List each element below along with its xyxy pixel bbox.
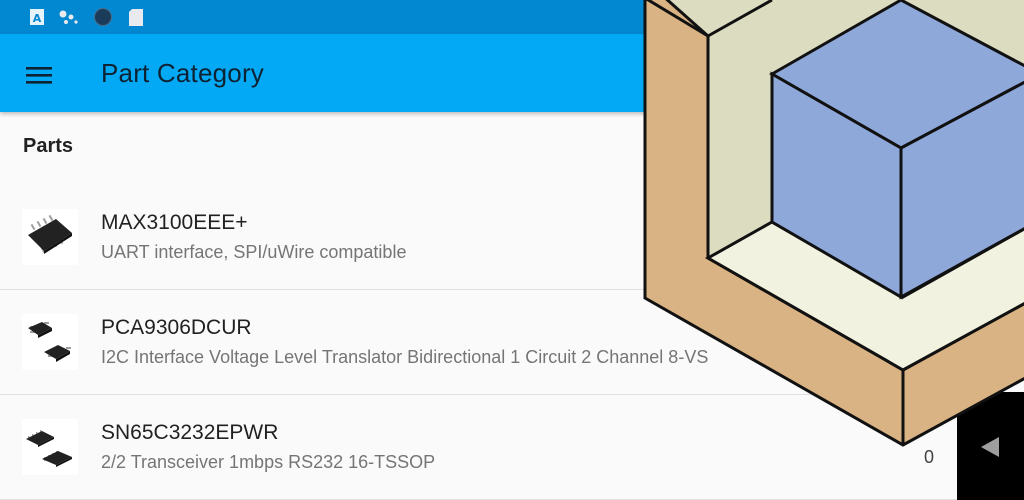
part-thumbnail <box>22 419 78 475</box>
part-thumbnail <box>22 209 78 265</box>
tssop-chip-image <box>26 430 72 467</box>
hamburger-menu-icon <box>26 67 52 84</box>
app-bar: Part Category <box>0 34 1024 112</box>
section-header-parts: Parts <box>23 135 74 157</box>
status-bar: A <box>0 0 1024 34</box>
list-item[interactable]: PCA9306DCUR I2C Interface Voltage Level … <box>0 290 1024 395</box>
part-name: PCA9306DCUR <box>101 316 252 339</box>
circle-icon <box>94 8 112 26</box>
svg-text:A: A <box>33 12 42 25</box>
part-thumbnail <box>22 314 78 370</box>
part-description: I2C Interface Voltage Level Translator B… <box>101 347 709 367</box>
part-description: 2/2 Transceiver 1mbps RS232 16-TSSOP <box>101 452 436 472</box>
sd-card-icon <box>129 9 143 26</box>
page-title: Part Category <box>101 58 265 88</box>
part-count: 0 <box>923 447 934 467</box>
back-triangle-icon[interactable] <box>977 434 1003 460</box>
part-description: UART interface, SPI/uWire compatible <box>101 242 407 262</box>
soic-chip-image <box>28 214 72 254</box>
navigation-bar <box>957 392 1024 500</box>
assistant-icon <box>59 10 78 24</box>
vssop-chip-image <box>28 322 71 362</box>
part-name: SN65C3232EPWR <box>101 421 279 444</box>
list-item[interactable]: SN65C3232EPWR 2/2 Transceiver 1mbps RS23… <box>0 395 1024 500</box>
list-item[interactable]: MAX3100EEE+ UART interface, SPI/uWire co… <box>0 185 1024 290</box>
parts-list: MAX3100EEE+ UART interface, SPI/uWire co… <box>0 185 1024 500</box>
keyboard-icon: A <box>30 9 44 25</box>
menu-button[interactable] <box>16 52 62 98</box>
part-name: MAX3100EEE+ <box>101 211 248 234</box>
